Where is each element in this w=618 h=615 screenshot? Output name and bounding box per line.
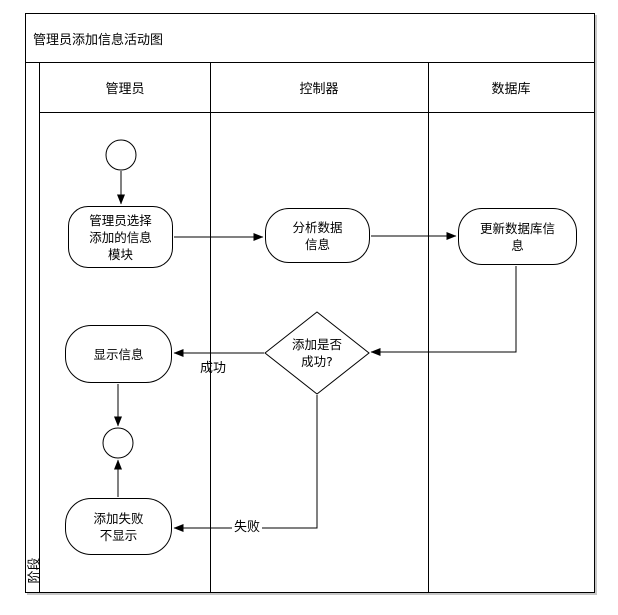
lane-header-database: 数据库 — [491, 82, 531, 97]
lane-header-rule — [40, 112, 594, 113]
decision-label: 添加是否 成功? — [291, 337, 342, 369]
start-node — [105, 139, 137, 171]
lane-divider-1 — [210, 63, 211, 592]
diagram-frame: 管理员添加信息活动图 阶段 管理员 控制器 数据库 — [25, 13, 595, 593]
title-band: 管理员添加信息活动图 — [26, 14, 594, 63]
action-update-database: 更新数据库信 息 — [458, 208, 577, 265]
end-node — [102, 427, 134, 459]
action-add-fail: 添加失败 不显示 — [65, 498, 172, 555]
phase-strip: 阶段 — [26, 63, 43, 592]
action-show-info: 显示信息 — [65, 325, 172, 383]
diagram-title: 管理员添加信息活动图 — [33, 32, 164, 48]
edge-label-success: 成功 — [200, 361, 227, 376]
decision-diamond — [264, 311, 370, 395]
edge-update-to-decision — [370, 266, 517, 356]
lane-divider-2 — [428, 63, 429, 592]
action-analyze-data: 分析数据 信息 — [265, 208, 370, 263]
lane-header-admin: 管理员 — [105, 82, 145, 97]
action-select-module: 管理员选择 添加的信息 模块 — [68, 206, 173, 268]
edge-label-fail: 失败 — [232, 520, 263, 535]
lane-header-controller: 控制器 — [299, 82, 339, 97]
edge-decision-to-fail — [173, 395, 318, 532]
